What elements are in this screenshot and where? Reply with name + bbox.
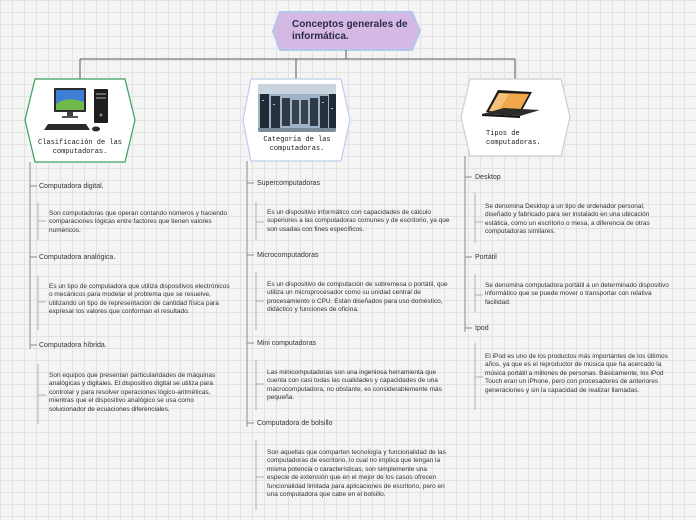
item-label-computadora-de-bolsillo[interactable]: Computadora de bolsillo (257, 420, 333, 427)
laptop-icon (476, 84, 552, 126)
item-label-supercomputadoras[interactable]: Supercomputadoras (257, 180, 321, 187)
item-description: Son equipos que presentan particularidad… (49, 372, 216, 413)
item-label-mini-computadoras[interactable]: Mini computadoras (257, 340, 317, 347)
item-description: Es un dispositivo informático con capaci… (267, 209, 450, 233)
item-description: Son aquellas que comparten tecnología y … (267, 449, 446, 499)
item-description: Se denomina Desktop a un tipo de ordenad… (485, 203, 650, 236)
category-label-2[interactable]: Categoría de las computadoras. (263, 136, 331, 153)
item-description: Son computadoras que operan contando núm… (49, 210, 228, 234)
item-label-ipod[interactable]: Ipod (475, 325, 489, 332)
item-label-portatil[interactable]: Portátil (475, 254, 497, 261)
item-label-computadora-analogica[interactable]: Computadora analógica. (39, 254, 116, 261)
item-description: El iPod es uno de los productos más impo… (485, 353, 668, 394)
item-label-computadora-digital[interactable]: Computadora digital. (39, 183, 104, 190)
title-node[interactable]: Conceptos generales de informática. (292, 19, 408, 42)
item-description: Es un tipo de computadora que utiliza di… (49, 283, 230, 316)
item-label-computadora-hibrida[interactable]: Computadora híbrida. (39, 342, 107, 349)
category-label-3[interactable]: Tipos de computadoras. (486, 130, 541, 147)
desktop-computer-icon (40, 84, 118, 136)
item-description: Las minicomputadoras son una ingeniosa h… (267, 369, 442, 402)
item-description: Es un dispositivo de computación de sobr… (267, 281, 448, 314)
category-label-1[interactable]: Clasificación de las computadoras. (37, 139, 122, 156)
item-description: Se denomina computadora portátil a un de… (485, 282, 669, 306)
item-label-microcomputadoras[interactable]: Microcomputadoras (257, 252, 319, 259)
server-room-icon (258, 84, 336, 132)
item-label-desktop[interactable]: Desktop (475, 174, 501, 181)
title-node-shape (271, 11, 422, 51)
